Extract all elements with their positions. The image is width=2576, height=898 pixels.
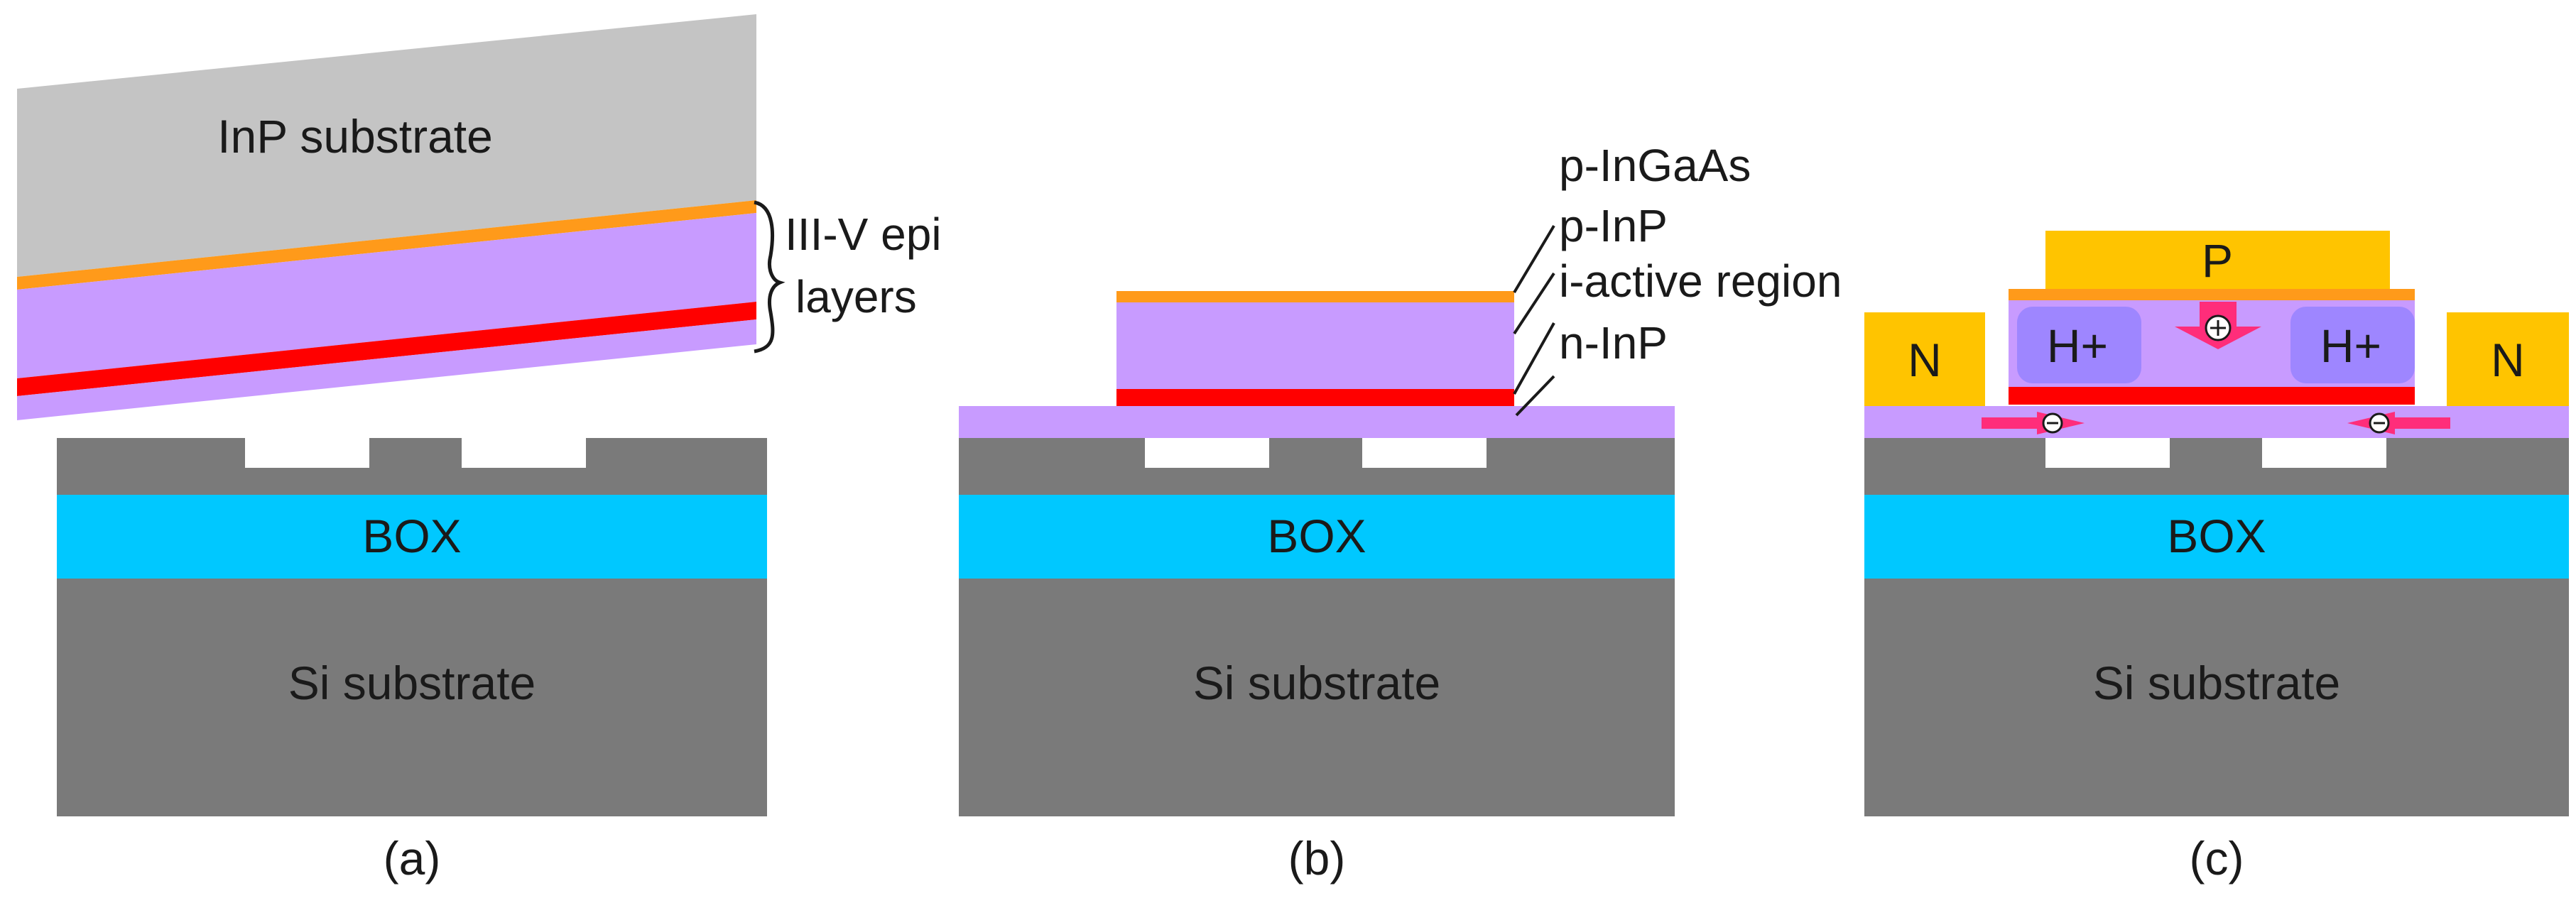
label-active-region: i-active region — [1559, 256, 1842, 307]
epi-label-line2: layers — [795, 271, 917, 322]
box-label: BOX — [362, 510, 461, 562]
waveguide-trench-left — [245, 438, 369, 468]
panel-b: p-InGaAs p-InP i-active region n-InP BOX… — [959, 140, 1842, 885]
electron-arrow-left-icon — [1982, 412, 2085, 434]
h-implant-right-label: H+ — [2320, 319, 2381, 372]
box-layer — [57, 495, 767, 579]
waveguide-trench-right — [2262, 438, 2386, 468]
leader-line-active — [1513, 322, 1555, 395]
box-layer — [1864, 495, 2569, 579]
n-inp-slab — [959, 406, 1675, 438]
n-inp-red-layer — [1116, 389, 1514, 406]
soi-stack-c: BOX Si substrate — [1864, 438, 2569, 816]
inp-substrate-layer — [17, 14, 756, 277]
panel-a: InP substrate III-V epi layers BOX Si su… — [17, 14, 942, 885]
si-device-layer — [959, 438, 1675, 495]
p-ingaas-layer — [17, 200, 756, 290]
si-substrate-label: Si substrate — [288, 657, 536, 709]
epi-purple-lower — [17, 319, 756, 420]
caption-b: (b) — [1288, 832, 1346, 885]
label-p-ingaas: p-InGaAs — [1559, 140, 1751, 191]
label-n-inp: n-InP — [1559, 317, 1668, 368]
n-inp-slab — [1864, 406, 2569, 438]
leader-line-p-inp — [1513, 272, 1555, 335]
si-substrate-layer — [57, 579, 767, 816]
h-implant-left-label: H+ — [2047, 319, 2108, 372]
si-device-layer — [1864, 438, 2569, 495]
si-substrate-layer — [1864, 579, 2569, 816]
active-region-layer — [1116, 302, 1514, 389]
p-contact-label: P — [2202, 234, 2233, 287]
caption-c: (c) — [2190, 832, 2244, 885]
si-substrate-layer — [959, 579, 1675, 816]
n-contact-left — [1864, 312, 1985, 406]
si-substrate-label: Si substrate — [1193, 657, 1441, 709]
inp-substrate-label: InP substrate — [217, 110, 493, 163]
tilted-iii-v-wafer: InP substrate — [17, 14, 756, 420]
soi-stack-b: BOX Si substrate — [959, 438, 1675, 816]
hole-injection-arrow-icon — [2175, 302, 2261, 349]
waveguide-trench-right — [1362, 438, 1487, 468]
box-label: BOX — [1267, 510, 1366, 562]
leader-lines — [1513, 224, 1555, 417]
iii-v-mesa-b — [959, 291, 1675, 438]
leader-line-p-ingaas — [1513, 224, 1555, 294]
n-contact-right — [2447, 312, 2569, 406]
h-implant-left — [2017, 307, 2141, 383]
box-layer — [959, 495, 1675, 579]
p-contact — [2045, 231, 2390, 289]
epi-purple-upper — [17, 213, 756, 378]
n-contact-right-label: N — [2491, 334, 2525, 386]
waveguide-trench-left — [2045, 438, 2170, 468]
leader-line-n-inp — [1515, 375, 1555, 417]
p-ingaas-layer — [1116, 291, 1514, 302]
n-inp-red-layer — [17, 302, 756, 396]
p-ingaas-layer — [2009, 289, 2415, 300]
n-inp-red-layer — [2009, 387, 2415, 405]
caption-a: (a) — [384, 832, 441, 885]
waveguide-trench-right — [462, 438, 586, 468]
si-device-layer — [57, 438, 767, 495]
electron-arrow-right-icon — [2347, 412, 2450, 434]
n-contact-left-label: N — [1908, 334, 1942, 386]
label-p-inp: p-InP — [1559, 200, 1668, 251]
epi-label-line1: III-V epi — [785, 209, 942, 260]
waveguide-trench-left — [1145, 438, 1269, 468]
soi-stack-a: BOX Si substrate — [57, 438, 767, 816]
si-substrate-label: Si substrate — [2093, 657, 2341, 709]
box-label: BOX — [2167, 510, 2266, 562]
panel-c: P H+ H+ N N — [1864, 231, 2569, 885]
epi-brace-icon — [754, 200, 786, 354]
h-implant-right — [2290, 307, 2415, 383]
